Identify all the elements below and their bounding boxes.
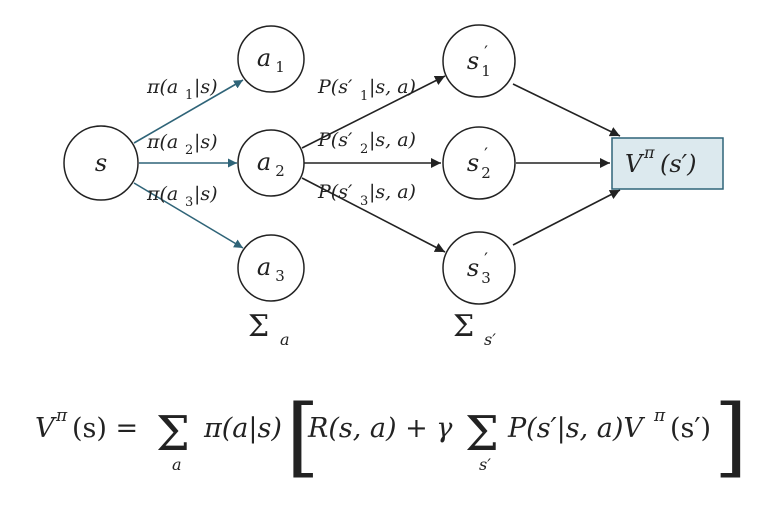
eq-lhs-arg: (s) = <box>72 413 138 444</box>
eq-policy: π(a|s) <box>203 413 282 444</box>
node-s3-subscript: 3 <box>481 269 491 287</box>
label-p-s3-pre: P(s′ <box>317 181 353 203</box>
edge-a2-s1 <box>301 75 446 149</box>
eq-open-bracket: [ <box>286 387 320 487</box>
node-s2-subscript: 2 <box>481 164 491 182</box>
node-s2-prime: s ′ 2 <box>442 126 516 200</box>
label-p-s2-sub: 2 <box>360 142 368 157</box>
node-a3: a 3 <box>237 234 305 302</box>
eq-close-bracket: ] <box>714 387 748 487</box>
label-p-s2: P(s′ 2 |s, a) <box>317 129 416 157</box>
node-a3-label: a <box>257 253 271 281</box>
value-box: V π (s′) <box>611 137 724 190</box>
bellman-equation: V π (s) = Σ a π(a|s) [ R(s, a) + γ Σ s′ … <box>35 387 748 487</box>
eq-lhs-pi: π <box>55 406 68 426</box>
label-pi-a2-sub: 2 <box>185 143 193 158</box>
edge-a2-s3 <box>301 177 446 253</box>
label-p-s1: P(s′ 1 |s, a) <box>317 76 416 104</box>
sum-over-actions: Σ a <box>248 309 290 349</box>
node-s3-prime-mark: ′ <box>484 250 488 270</box>
node-a2-subscript: 2 <box>275 162 285 180</box>
label-p-s1-sub: 1 <box>360 89 368 104</box>
node-a2-label: a <box>257 148 271 176</box>
label-pi-a3: π(a 3 |s) <box>146 183 218 210</box>
node-a3-subscript: 3 <box>275 267 285 285</box>
label-pi-a3-pre: π(a <box>146 183 178 205</box>
label-pi-a3-post: |s) <box>194 183 218 205</box>
label-p-s3-post: |s, a) <box>369 181 416 203</box>
node-s3-label: s <box>467 254 479 282</box>
label-pi-a2-pre: π(a <box>146 131 178 153</box>
label-p-s3-sub: 3 <box>360 194 368 209</box>
eq-v-pi: π <box>653 406 666 426</box>
edge-s-a1 <box>133 79 244 144</box>
node-a1-subscript: 1 <box>275 58 285 76</box>
eq-sum1-index: a <box>172 455 182 474</box>
label-pi-a1: π(a 1 |s) <box>146 76 218 103</box>
edge-s-a3 <box>133 182 244 249</box>
eq-lhs-v: V <box>35 413 57 444</box>
node-s1-label: s <box>467 47 479 75</box>
edge-s1-v <box>512 83 621 137</box>
label-p-s2-pre: P(s′ <box>317 129 353 151</box>
eq-reward: R(s, a) + γ <box>307 413 453 444</box>
node-s1-prime: s ′ 1 <box>442 24 516 98</box>
node-s3-prime: s ′ 3 <box>442 231 516 305</box>
node-s1-subscript: 1 <box>481 62 491 80</box>
node-s: s <box>63 125 139 201</box>
label-p-s2-post: |s, a) <box>369 129 416 151</box>
label-pi-a2-post: |s) <box>194 131 218 153</box>
node-s2-label: s <box>467 149 479 177</box>
label-pi-a1-sub: 1 <box>185 88 193 103</box>
label-p-s1-post: |s, a) <box>369 76 416 98</box>
eq-v-arg: (s′) <box>670 413 711 444</box>
eq-sum2-sigma: Σ <box>465 406 499 462</box>
eq-sum2-index: s′ <box>479 455 491 474</box>
node-s2-prime-mark: ′ <box>484 145 488 165</box>
eq-sum1-sigma: Σ <box>156 406 190 462</box>
sum-states-sigma: Σ <box>453 309 474 344</box>
value-box-pi: π <box>643 143 655 162</box>
label-p-s3: P(s′ 3 |s, a) <box>317 181 416 209</box>
sum-over-states: Σ s′ <box>453 309 496 349</box>
label-pi-a2: π(a 2 |s) <box>146 131 218 158</box>
edge-s3-v <box>512 189 621 246</box>
value-box-arg: (s′) <box>660 150 697 178</box>
node-a1: a 1 <box>237 25 305 93</box>
sum-states-index: s′ <box>484 330 496 349</box>
sum-actions-index: a <box>280 330 290 349</box>
node-a1-label: a <box>257 44 271 72</box>
label-pi-a3-sub: 3 <box>185 195 193 210</box>
label-p-s1-pre: P(s′ <box>317 76 353 98</box>
sum-actions-sigma: Σ <box>248 309 269 344</box>
node-s-label: s <box>95 149 107 177</box>
value-box-v: V <box>625 150 645 178</box>
node-s1-prime-mark: ′ <box>484 43 488 63</box>
eq-transition: P(s′|s, a)V <box>507 413 645 444</box>
label-pi-a1-pre: π(a <box>146 76 178 98</box>
label-pi-a1-post: |s) <box>194 76 218 98</box>
node-a2: a 2 <box>237 129 305 197</box>
